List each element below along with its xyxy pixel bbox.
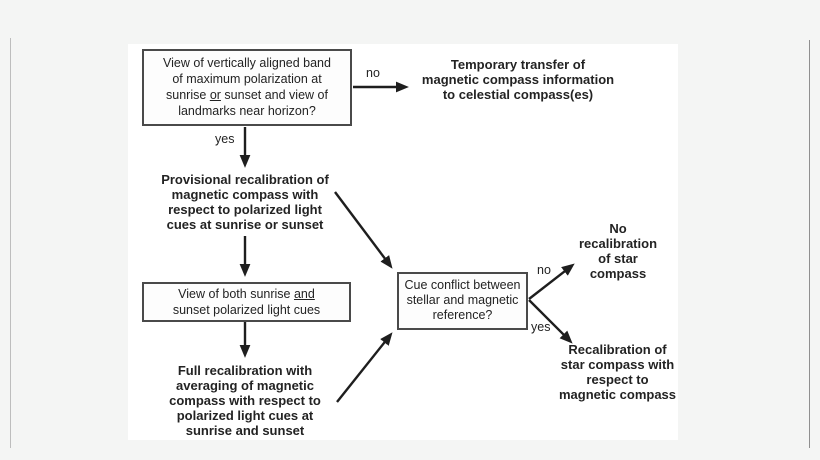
left-border-line [10, 38, 11, 448]
edge-label-no-top: no [366, 66, 380, 80]
arrow-conflict-no [528, 263, 575, 300]
arrow-provisional-to-conflict [334, 191, 393, 269]
arrow-full-to-conflict [336, 332, 393, 403]
edge-label-no-conflict: no [537, 263, 551, 277]
arrow-conflict-yes [528, 299, 573, 344]
edge-label-yes-top: yes [215, 132, 235, 146]
edge-label-yes-conflict: yes [531, 320, 551, 334]
right-border-line [809, 40, 810, 448]
